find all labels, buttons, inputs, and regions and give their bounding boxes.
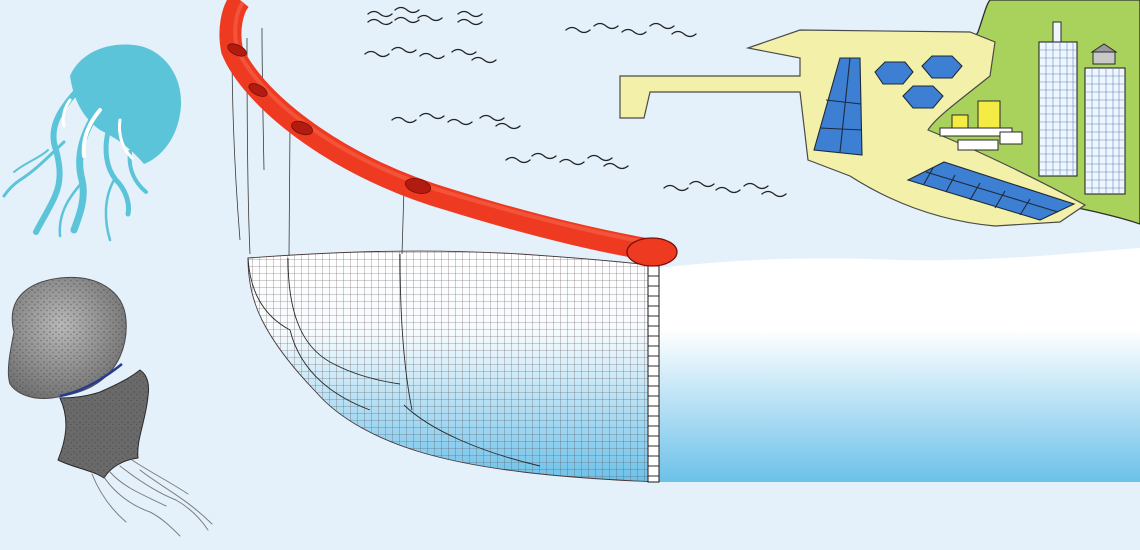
skyscraper-water-tower xyxy=(1084,43,1126,195)
net-edge-ladder xyxy=(647,239,660,483)
city-skyline-icon xyxy=(1038,21,1126,195)
boom-joints xyxy=(227,43,432,194)
net-mesh-icon xyxy=(231,27,660,483)
jellyfish-icon xyxy=(2,44,182,242)
skyscraper-tall xyxy=(1038,21,1078,177)
gray-jellyfish xyxy=(7,276,213,537)
factory-buildings xyxy=(939,100,1023,151)
solar-panel-icon xyxy=(813,57,863,156)
solar-panel-icon xyxy=(906,161,1076,221)
jellyfish-icon xyxy=(7,276,213,537)
net-mesh xyxy=(247,250,659,483)
sea-cross-section xyxy=(658,248,1140,482)
cyan-jellyfish xyxy=(2,44,182,242)
floating-boom xyxy=(219,0,678,267)
hexagon-tank-icon xyxy=(874,55,963,109)
wave-icon xyxy=(364,6,787,198)
boom-end-cap xyxy=(626,237,678,267)
